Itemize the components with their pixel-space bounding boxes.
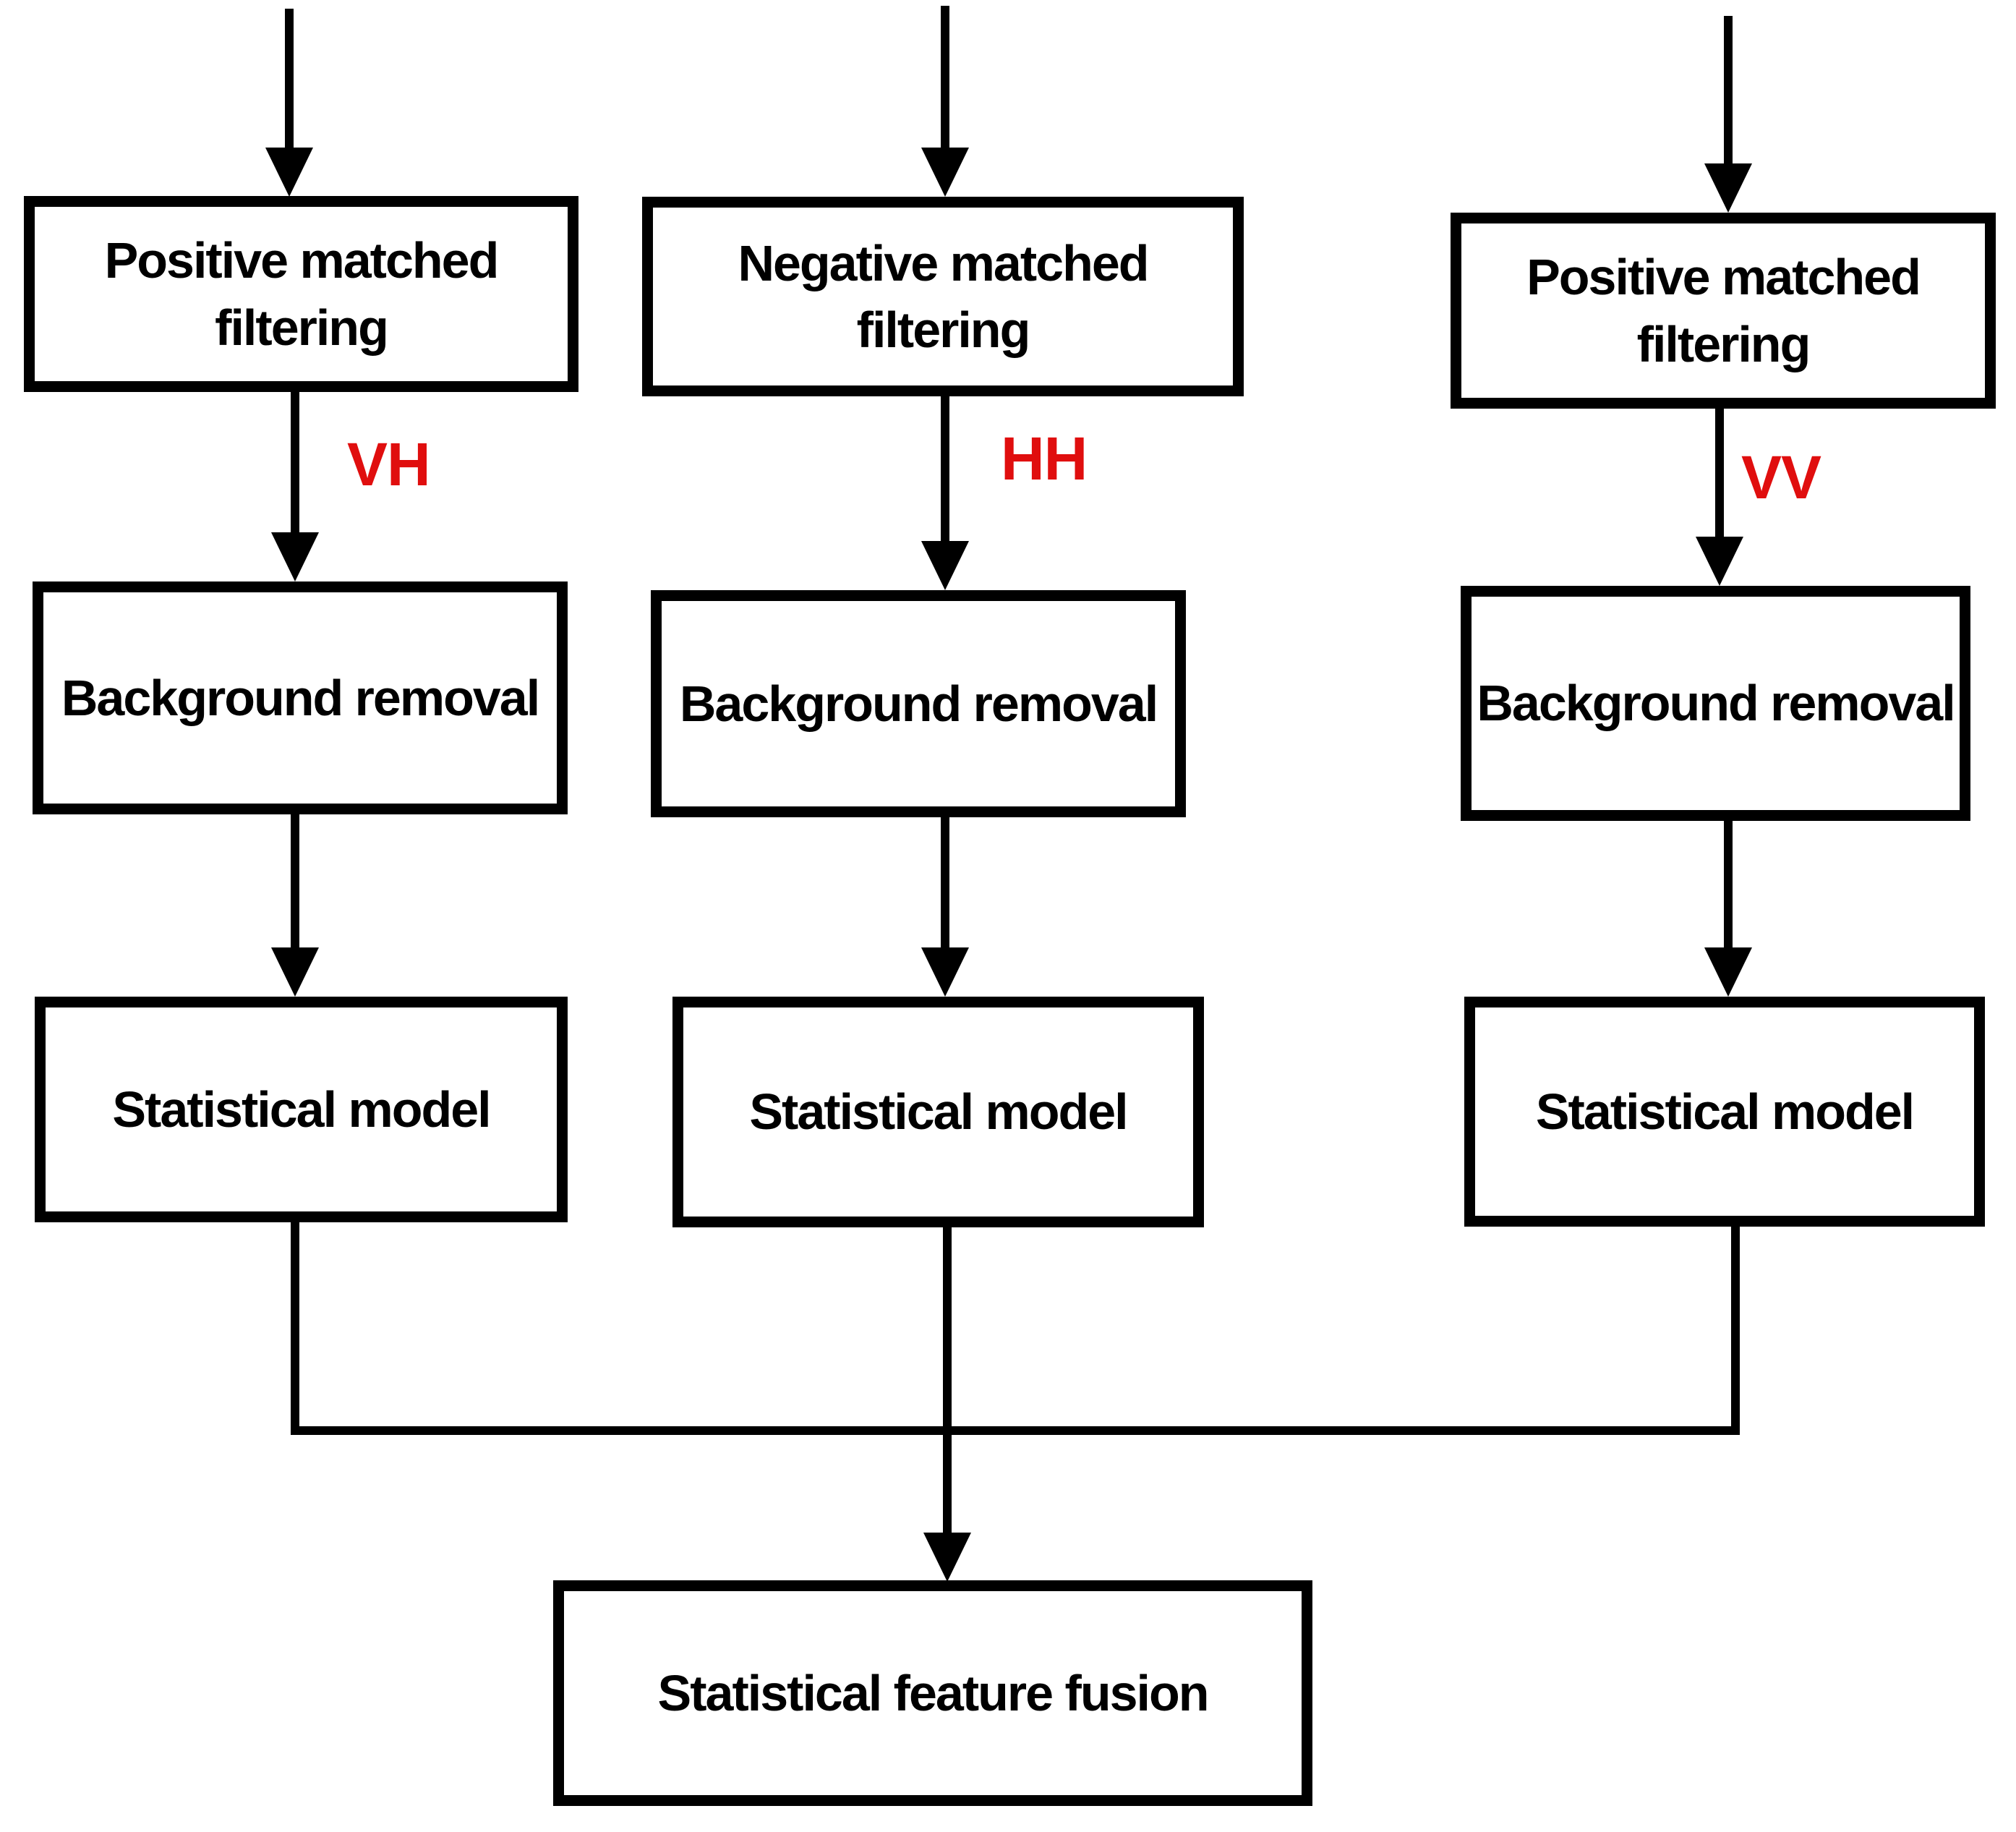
polarization-label-hh: HH — [1001, 425, 1088, 493]
top-connector-line-middle — [941, 6, 949, 148]
box-background-removal-left: Background removal — [33, 581, 568, 814]
box-positive-matched-filtering-left: Positive matched filtering — [24, 196, 578, 392]
box-statistical-model-right: Statistical model — [1464, 997, 1985, 1227]
arrow-down-icon — [271, 947, 319, 997]
merge-line-horizontal — [291, 1426, 1740, 1435]
arrow-down-icon — [265, 148, 313, 197]
box-positive-matched-filtering-right: Positive matched filtering — [1451, 213, 1996, 409]
box-label: Statistical model — [1535, 1083, 1915, 1140]
arrow-down-icon — [923, 1533, 971, 1582]
box-label: Background removal — [61, 669, 540, 726]
box-label: Background removal — [679, 675, 1158, 732]
box-statistical-feature-fusion: Statistical feature fusion — [553, 1580, 1312, 1806]
connector-line-middle — [941, 396, 949, 541]
arrow-down-icon — [921, 541, 969, 590]
top-connector-line-right — [1724, 16, 1733, 163]
merge-line-middle — [943, 1226, 952, 1533]
arrow-down-icon — [1696, 537, 1743, 586]
connector-line-left — [291, 392, 299, 532]
merge-line-left — [291, 1222, 299, 1435]
connector-line-right — [1724, 821, 1733, 947]
connector-line-middle — [941, 817, 949, 947]
merge-line-right — [1731, 1225, 1740, 1435]
connector-line-left — [291, 814, 299, 947]
connector-line-right — [1715, 409, 1724, 537]
box-label: Background removal — [1477, 675, 1955, 732]
box-label: Statistical model — [749, 1083, 1128, 1141]
box-label: Statistical model — [112, 1081, 491, 1138]
box-label: Negative matched — [738, 234, 1149, 291]
arrow-down-icon — [1704, 163, 1752, 213]
box-label: filtering — [1636, 315, 1811, 372]
box-statistical-model-left: Statistical model — [35, 997, 568, 1222]
box-label: Positive matched — [1526, 249, 1921, 306]
arrow-down-icon — [921, 947, 969, 997]
box-negative-matched-filtering-middle: Negative matched filtering — [642, 197, 1244, 396]
box-label: Statistical feature fusion — [657, 1664, 1210, 1721]
box-background-removal-middle: Background removal — [651, 590, 1186, 817]
polarization-label-vv: VV — [1741, 443, 1821, 511]
arrow-down-icon — [921, 148, 969, 197]
arrow-down-icon — [1704, 947, 1752, 997]
box-label: Positive matched — [104, 232, 500, 289]
box-label: filtering — [215, 299, 389, 356]
box-statistical-model-middle: Statistical model — [672, 997, 1204, 1227]
top-connector-line-left — [285, 9, 294, 148]
box-label: filtering — [856, 302, 1031, 358]
polarization-label-vh: VH — [347, 430, 431, 498]
box-background-removal-right: Background removal — [1461, 586, 1970, 821]
arrow-down-icon — [271, 532, 319, 581]
